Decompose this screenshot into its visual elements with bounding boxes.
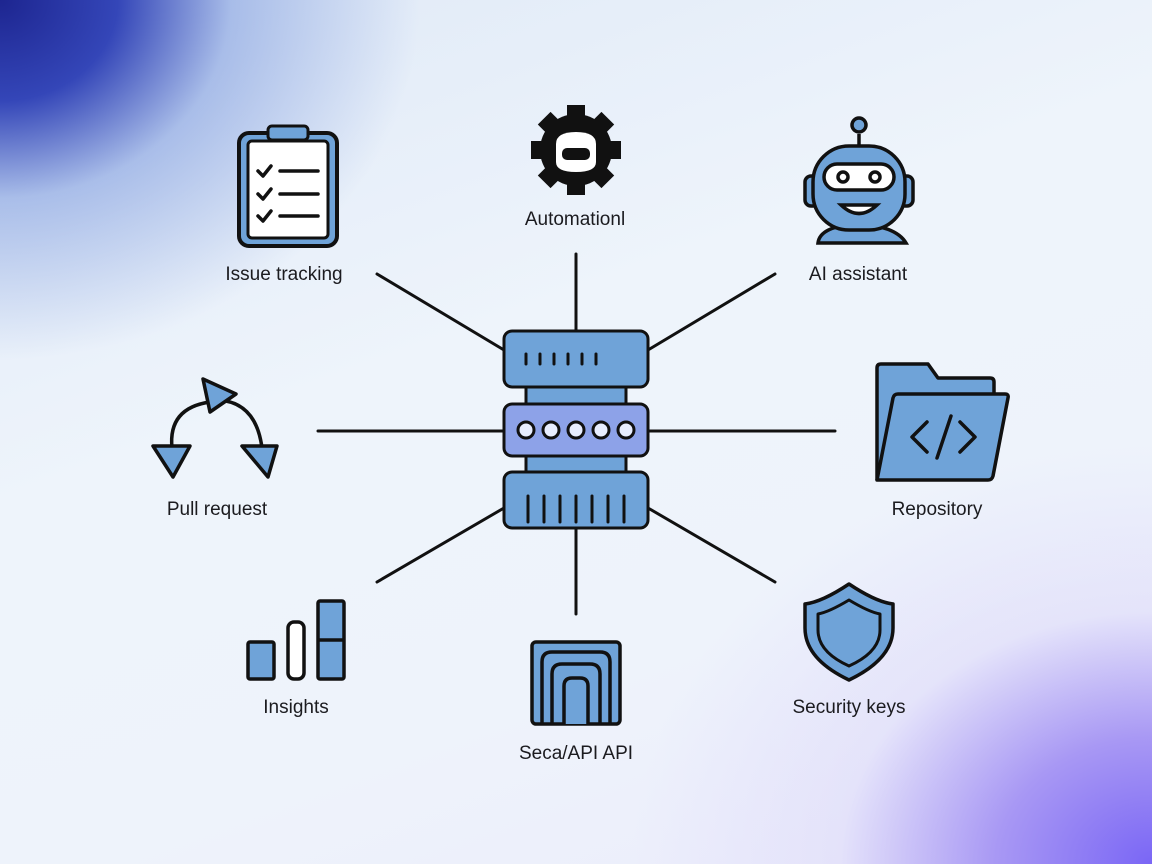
gear-icon [531,105,621,195]
connector-security-keys [646,506,777,584]
label-repository: Repository [891,499,983,520]
shield-icon [803,582,895,682]
label-api: Seca/API API [518,743,634,764]
clipboard-checklist-icon [237,124,339,248]
code-folder-icon [875,362,1010,482]
label-ai-assistant: AI assistant [808,264,908,285]
api-gate-icon [530,640,622,726]
label-insights: Insights [263,697,329,718]
bar-chart-icon [246,599,346,681]
label-automation: Automationl [524,209,626,230]
label-security-keys: Security keys [792,697,906,718]
connector-insights [375,506,506,584]
label-issue-tracking: Issue tracking [225,264,343,285]
connector-issue-tracking [375,272,506,352]
arrows-cycle-icon [151,377,279,479]
label-pull-request: Pull request [166,499,268,520]
robot-icon [803,116,915,245]
connector-ai-assistant [646,272,777,352]
server-icon [502,329,650,530]
